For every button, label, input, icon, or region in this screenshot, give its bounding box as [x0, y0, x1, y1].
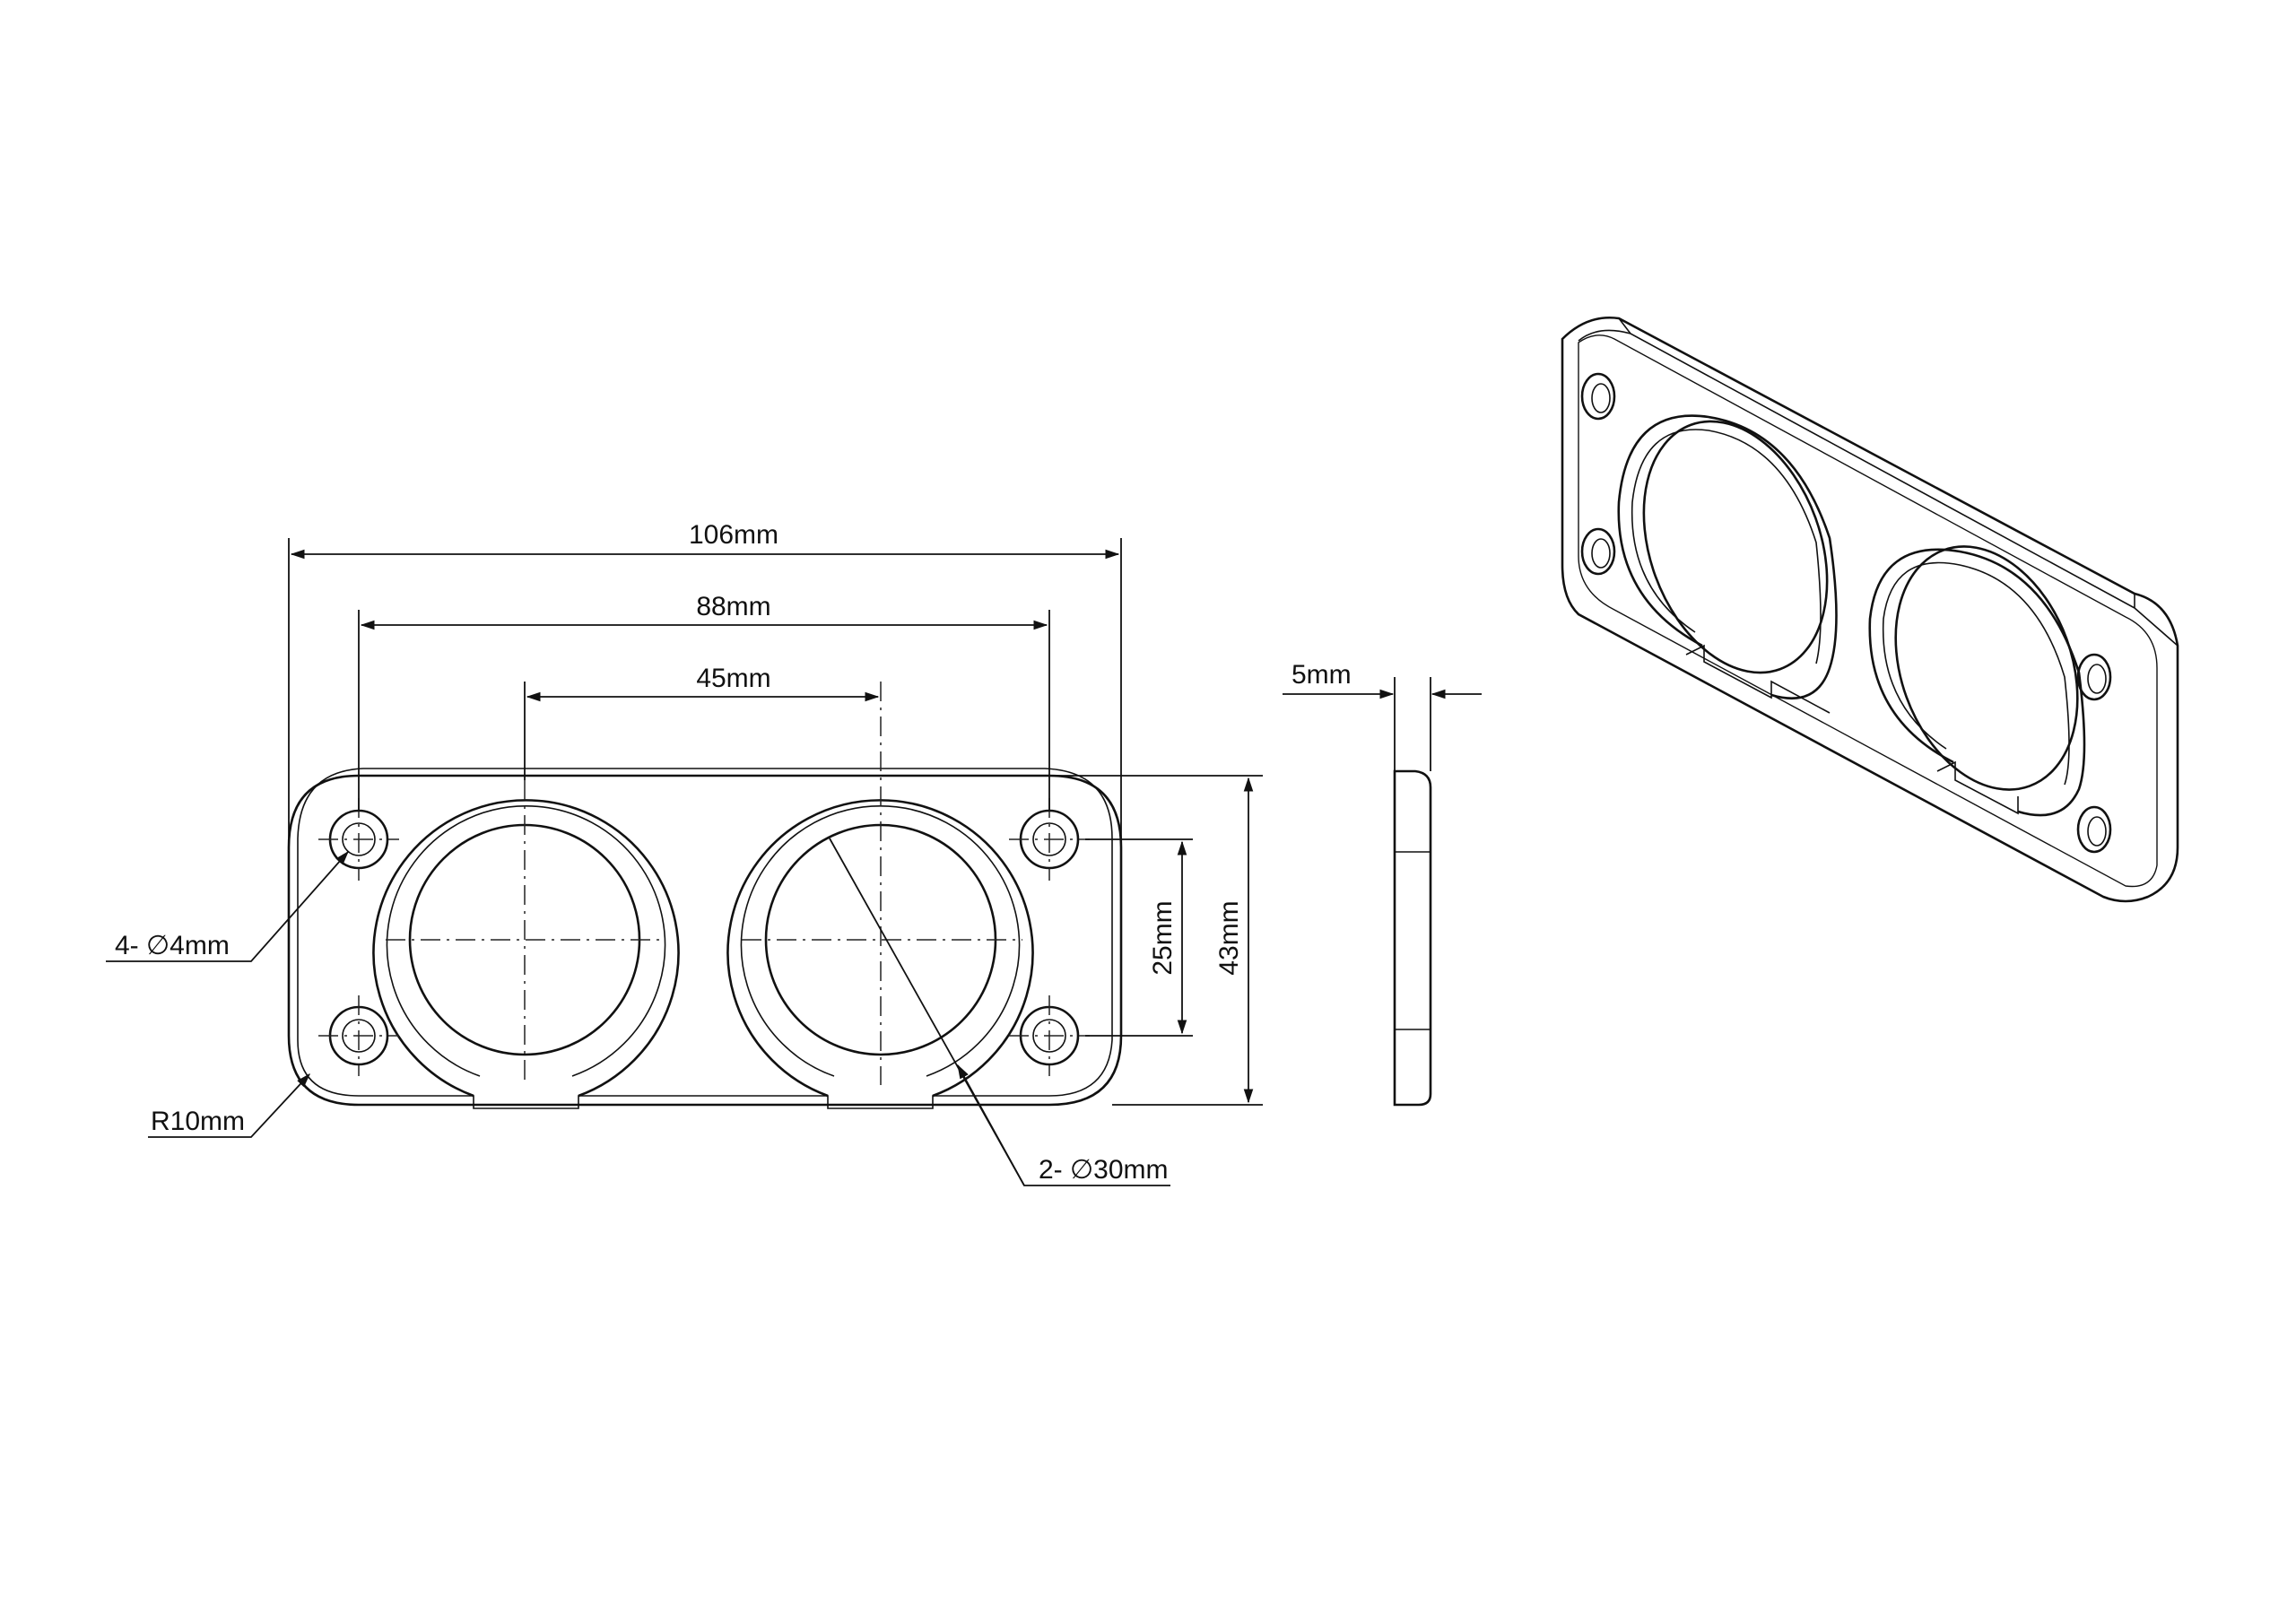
callout-mount-hole-label: 4- ∅4mm	[115, 931, 230, 960]
dim-45mm: 45mm	[524, 664, 880, 780]
callout-mount-hole: 4- ∅4mm	[106, 851, 349, 962]
callout-corner-radius-label: R10mm	[151, 1107, 245, 1136]
dim-88mm-label: 88mm	[696, 592, 770, 621]
callout-socket-hole: 2- ∅30mm	[829, 838, 1170, 1186]
iso-right-socket	[1868, 545, 2086, 817]
dim-25mm-label: 25mm	[1148, 900, 1178, 975]
dim-45mm-label: 45mm	[696, 664, 770, 693]
right-socket-hole	[726, 682, 1034, 1098]
dim-106mm: 106mm	[288, 520, 1122, 843]
left-socket-hole	[372, 780, 680, 1098]
side-view: 5mm	[1283, 660, 1482, 1107]
front-view: 106mm 88mm 45mm 25mm 43mm	[106, 520, 1263, 1186]
dim-88mm: 88mm	[358, 592, 1050, 812]
plate-outline	[287, 774, 1123, 1107]
iso-left-socket	[1617, 414, 1838, 699]
dim-43mm-label: 43mm	[1214, 900, 1244, 975]
dim-43mm: 43mm	[1049, 775, 1263, 1106]
callout-corner-radius: R10mm	[148, 1073, 310, 1138]
isometric-view	[1561, 316, 2179, 903]
mount-holes	[318, 798, 1090, 1076]
dim-5mm-label: 5mm	[1292, 660, 1352, 690]
callout-socket-hole-label: 2- ∅30mm	[1039, 1155, 1169, 1185]
dim-25mm: 25mm	[1085, 838, 1193, 1037]
iso-mount-holes	[1580, 372, 2112, 854]
dim-106mm-label: 106mm	[689, 520, 778, 550]
